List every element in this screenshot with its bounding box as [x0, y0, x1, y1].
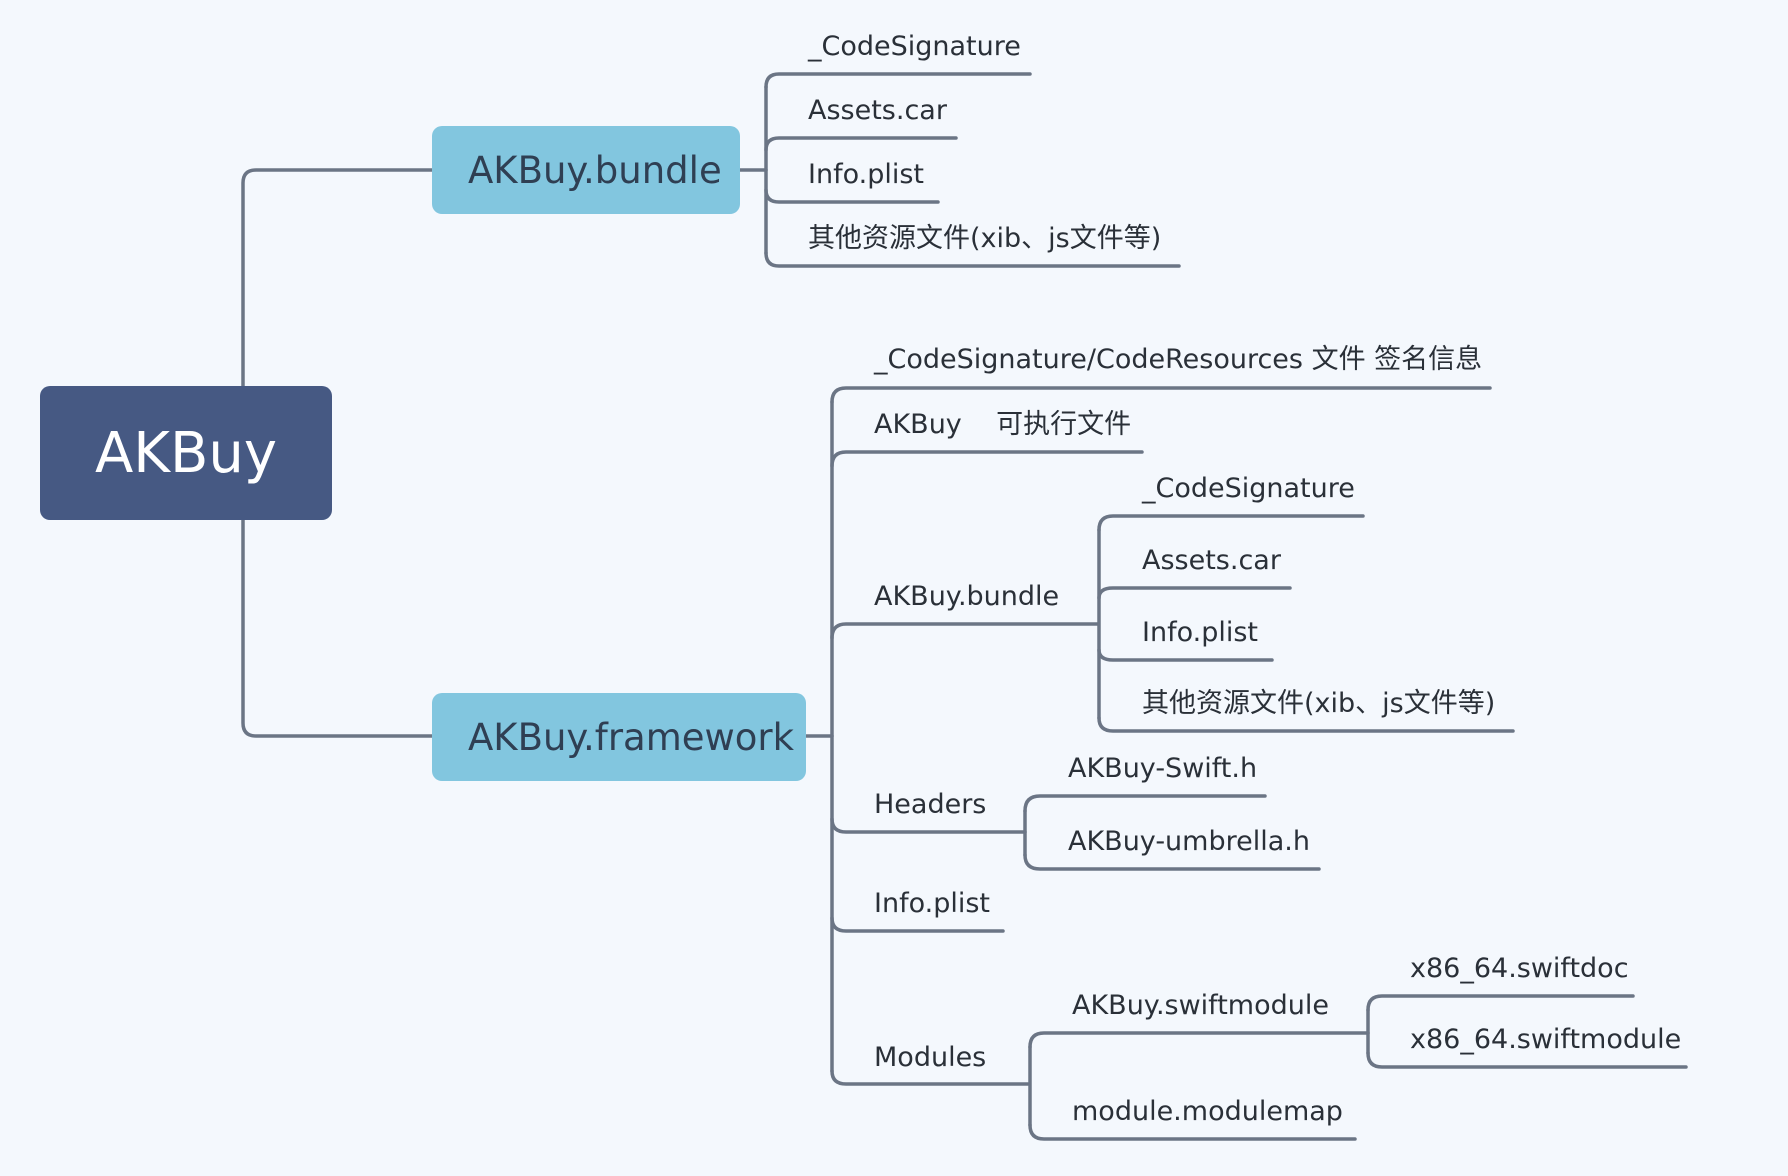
connector-root-bundle — [241, 168, 434, 388]
headers-umbrella-h-node[interactable]: AKBuy-umbrella.h — [1068, 826, 1310, 857]
fw-bundle-node[interactable]: AKBuy.bundle — [874, 581, 1060, 612]
bundle-node[interactable]: AKBuy.bundle — [432, 126, 740, 214]
swiftmodule-swiftdoc-node[interactable]: x86_64.swiftdoc — [1410, 953, 1629, 984]
underline-fw-info — [830, 916, 1005, 933]
underline-fw-coderesources — [830, 386, 1492, 404]
underline-swiftmodule-swiftmodule — [1366, 1051, 1688, 1069]
bundle-other-resources-node[interactable]: 其他资源文件(xib、js文件等) — [808, 223, 1162, 254]
underline-bundle-assets — [764, 136, 958, 152]
underline-fwbundle-info — [1097, 648, 1274, 662]
swiftmodule-swiftmodule-node[interactable]: x86_64.swiftmodule — [1410, 1024, 1682, 1055]
fwbundle-info-plist-node[interactable]: Info.plist — [1142, 617, 1259, 648]
connector-root-framework — [241, 518, 434, 738]
fwbundle-codesignature-node[interactable]: _CodeSignature — [1142, 473, 1355, 504]
bundle-codesignature-node[interactable]: _CodeSignature — [808, 31, 1021, 62]
bundle-assets-node[interactable]: Assets.car — [808, 95, 947, 126]
underline-bundle-info — [764, 188, 940, 204]
underline-modules-modulemap — [1028, 1123, 1357, 1141]
framework-node[interactable]: AKBuy.framework — [432, 693, 806, 781]
root-node[interactable]: AKBuy — [40, 386, 332, 520]
underline-swiftmodule-swiftdoc — [1366, 994, 1635, 1012]
underline-bundle-other — [764, 251, 1181, 268]
root-node-label: AKBuy — [94, 420, 278, 486]
fw-info-plist-node[interactable]: Info.plist — [874, 888, 991, 919]
fw-headers-node[interactable]: Headers — [874, 789, 987, 820]
bundle-node-label: AKBuy.bundle — [468, 148, 722, 192]
framework-node-label: AKBuy.framework — [468, 715, 795, 759]
fw-coderesources-node[interactable]: _CodeSignature/CodeResources 文件 签名信息 — [874, 344, 1483, 375]
fw-executable-node[interactable]: AKBuy 可执行文件 — [874, 409, 1132, 440]
underline-fw-bundle — [830, 622, 1100, 640]
modules-modulemap-node[interactable]: module.modulemap — [1072, 1096, 1343, 1127]
fw-modules-node[interactable]: Modules — [874, 1042, 987, 1073]
underline-headers-umbrella — [1023, 853, 1321, 871]
underline-bundle-codesignature — [764, 72, 1032, 89]
underline-fw-executable — [830, 450, 1144, 468]
underline-fwbundle-assets — [1097, 586, 1292, 600]
underline-fwbundle-codesignature — [1097, 514, 1365, 532]
fwbundle-other-resources-node[interactable]: 其他资源文件(xib、js文件等) — [1142, 688, 1496, 719]
underline-fwbundle-other — [1097, 716, 1515, 733]
underline-modules-swiftmodule — [1028, 1031, 1370, 1049]
underline-headers-swift — [1023, 794, 1267, 813]
fwbundle-assets-node[interactable]: Assets.car — [1142, 545, 1281, 576]
underline-fw-headers — [830, 817, 1027, 834]
bundle-info-plist-node[interactable]: Info.plist — [808, 159, 925, 190]
modules-swiftmodule-node[interactable]: AKBuy.swiftmodule — [1072, 990, 1329, 1021]
underline-fw-modules — [830, 1069, 1030, 1086]
headers-swift-h-node[interactable]: AKBuy-Swift.h — [1068, 753, 1258, 784]
